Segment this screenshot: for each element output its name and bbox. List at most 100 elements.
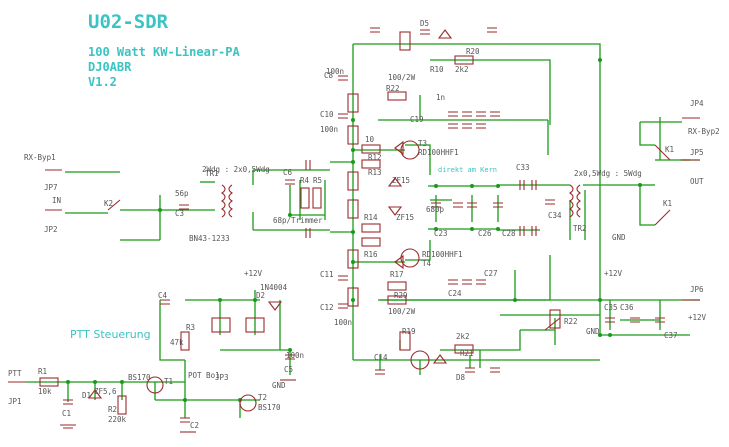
label-c10: C10 (320, 110, 334, 119)
label-c5: C5 (284, 365, 293, 374)
label-r2: R2 (108, 405, 117, 414)
label-tr2-ratio: 2x0,5Wdg : 5Wdg (574, 169, 642, 178)
label-r13: R13 (368, 168, 382, 177)
ptt-section-label: PTT Steuerung (70, 328, 151, 341)
label-r20: R20 (466, 47, 480, 56)
label-plus12-out: +12V (688, 313, 707, 322)
label-r2-val: 220k (108, 415, 127, 424)
label-t4-value: RD100HHF1 (422, 250, 463, 259)
label-gnd-a: GND (586, 327, 600, 336)
junction-dots (66, 58, 642, 402)
label-jp5: JP5 (690, 148, 704, 157)
label-r10: R10 (430, 65, 444, 74)
label-t1: T1 (164, 377, 173, 386)
label-rx-byp1: RX-Byp1 (24, 153, 56, 162)
label-c33: C33 (516, 163, 530, 172)
label-r19: R19 (402, 327, 416, 336)
label-r3-val: 47k (170, 338, 184, 347)
label-r21-val: 2k2 (456, 332, 470, 341)
label-tr1-ratio: 2Wdg : 2x0,5Wdg (202, 165, 270, 174)
label-c12-value: 100n (334, 318, 352, 327)
label-jp6: JP6 (690, 285, 704, 294)
label-plus12-a: +12V (244, 269, 263, 278)
label-jp3: JP3 (215, 373, 229, 382)
label-r16: R16 (364, 250, 378, 259)
label-jp7: JP7 (44, 183, 58, 192)
label-c11: C11 (320, 270, 334, 279)
label-k1b: K1 (663, 199, 672, 208)
label-c8-value: 100n (326, 67, 344, 76)
label-r29: R29 (394, 291, 408, 300)
label-c5-val: 100n (286, 351, 304, 360)
label-r14: R14 (364, 213, 378, 222)
author-text: DJ0ABR (88, 60, 132, 74)
label-c35: C35 (604, 303, 618, 312)
label-c2: C2 (190, 421, 199, 430)
label-c24: C24 (448, 289, 462, 298)
label-r29-val: 100/2W (388, 307, 416, 316)
label-c28: C28 (502, 229, 516, 238)
label-ptt: PTT (8, 369, 22, 378)
connector-labels: RX-Byp1 JP7 IN JP2 JP4 RX-Byp2 JP5 OUT J… (8, 99, 720, 406)
label-c3: C3 (175, 209, 184, 218)
label-c680p: 680p (426, 205, 445, 214)
label-d2-val: 1N4004 (260, 283, 288, 292)
part-labels: C8 100n C10 100n C11 C12 100n 10 R12 R13… (38, 19, 678, 430)
label-c34: C34 (548, 211, 562, 220)
label-k1: K1 (665, 145, 674, 154)
label-c23: C23 (434, 229, 448, 238)
label-gnd-b: GND (612, 233, 626, 242)
label-zf15a: ZF15 (392, 176, 410, 185)
label-t1-val: BS170 (128, 373, 151, 382)
label-c19: C19 (410, 115, 424, 124)
direct-core-note: direkt am Kern (438, 166, 497, 174)
label-r21: R21 (460, 349, 474, 358)
ptt-wires (25, 290, 291, 418)
label-poti: POT Bo1 (188, 371, 220, 380)
label-t4: T4 (422, 259, 432, 268)
label-r12-val: 10 (365, 135, 375, 144)
label-tr1-core: BN43-1233 (189, 234, 230, 243)
label-d1-val: ZF5,6 (94, 387, 117, 396)
label-tr1: TR1 (205, 169, 219, 178)
label-v1n: 1n (436, 93, 445, 102)
label-d5: D5 (420, 19, 429, 28)
label-c12: C12 (320, 303, 334, 312)
label-r22-val: 100/2W (388, 73, 416, 82)
label-d2: D2 (256, 291, 265, 300)
label-r1-val: 10k (38, 387, 52, 396)
title-text: U02-SDR (88, 11, 169, 33)
label-c6: C6 (283, 168, 293, 177)
label-tr2: TR2 (573, 224, 587, 233)
connectors (8, 117, 700, 383)
label-c26: C26 (478, 229, 492, 238)
label-r5: R5 (313, 176, 322, 185)
label-d1: D1 (82, 391, 91, 400)
label-t2: T2 (258, 393, 267, 402)
label-c8: C8 (324, 71, 334, 80)
label-r1: R1 (38, 367, 47, 376)
label-jp2: JP2 (44, 225, 58, 234)
label-out: OUT (690, 177, 704, 186)
label-t3: T3 (418, 139, 427, 148)
label-r3: R3 (186, 323, 195, 332)
label-trimmer: 68p/Trimmer (273, 216, 323, 225)
label-t2-val: BS170 (258, 403, 281, 412)
label-c10-value: 100n (320, 125, 338, 134)
label-r20-val: 2k2 (455, 65, 469, 74)
label-plus12-b: +12V (604, 269, 623, 278)
components (39, 27, 671, 433)
label-c1: C1 (62, 409, 71, 418)
label-c36: C36 (620, 303, 634, 312)
label-c37: C37 (664, 331, 678, 340)
label-jp1: JP1 (8, 397, 22, 406)
label-c14: C14 (374, 353, 388, 362)
label-c27: C27 (484, 269, 498, 278)
label-rx-byp2: RX-Byp2 (688, 127, 720, 136)
label-d8: D8 (456, 373, 466, 382)
label-r22b: R22 (564, 317, 578, 326)
label-zf15b: ZF15 (396, 213, 414, 222)
label-in: IN (52, 196, 61, 205)
